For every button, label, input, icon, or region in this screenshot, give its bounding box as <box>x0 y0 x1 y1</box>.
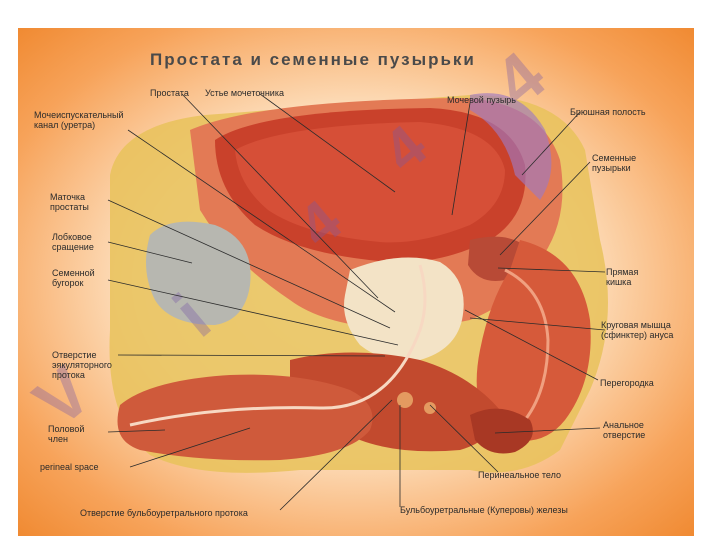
urethra-line <box>129 264 427 427</box>
label-mochevoy: Мочевой пузырь <box>447 95 516 105</box>
peritoneum <box>470 93 552 200</box>
label-bulbouretr: Бульбоуретральные (Куперовы) железы <box>400 505 568 515</box>
label-ustye: Устье мочеточника <box>205 88 284 98</box>
label-peregorodka: Перегородка <box>600 378 654 388</box>
prostate <box>344 257 464 361</box>
label-krugovaya: Круговая мышца(сфинктер) ануса <box>601 320 674 340</box>
rectum <box>476 240 591 441</box>
bulbourethral-gland-2 <box>424 402 436 414</box>
leader-lines <box>107 93 606 511</box>
rectum-wall <box>504 268 550 421</box>
label-perineal-space: perineal space <box>40 462 99 472</box>
pubic-bone <box>146 221 251 325</box>
penis <box>117 374 373 461</box>
label-prostata: Простата <box>150 88 189 98</box>
page-title: Простата и семенные пузырьки <box>150 50 476 69</box>
label-perinealnoe: Перинеальное тело <box>478 470 561 480</box>
label-bryushnaya: Брюшная полость <box>570 107 646 117</box>
label-otverstie-bulbo: Отверстие бульбоуретрального протока <box>80 508 248 518</box>
anal-sphincter <box>470 408 533 454</box>
bulbourethral-gland <box>397 392 413 408</box>
bladder-lumen <box>235 122 505 243</box>
